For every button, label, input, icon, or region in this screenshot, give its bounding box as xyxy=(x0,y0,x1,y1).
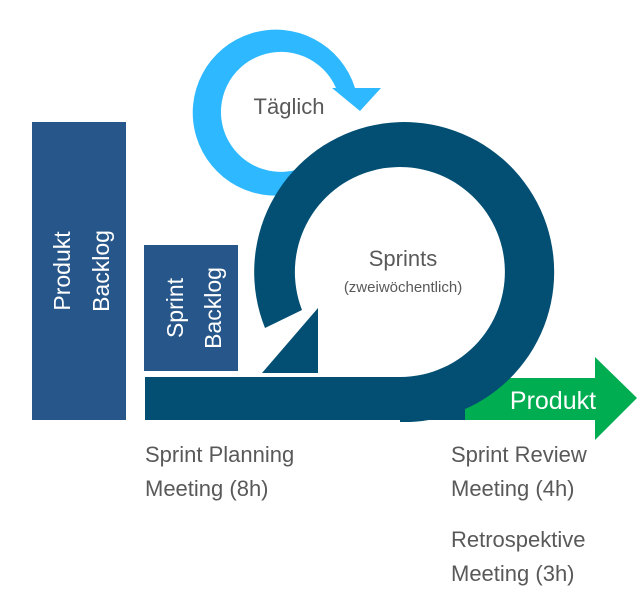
sprint-cycle-label: Sprints xyxy=(369,246,437,271)
sprint-cycle-arrow xyxy=(145,122,555,423)
sprint-timeline-bar xyxy=(145,377,465,420)
product-backlog-label-line2: Backlog xyxy=(88,230,114,312)
daily-arrowhead-icon xyxy=(332,88,381,111)
retrospective-line2: Meeting (3h) xyxy=(451,561,575,586)
product-backlog-label-line1: Produkt xyxy=(49,231,75,311)
daily-cycle-label: Täglich xyxy=(254,94,325,119)
sprint-planning-line2: Meeting (8h) xyxy=(145,476,269,501)
sprint-cycle-sublabel: (zweiwöchentlich) xyxy=(344,279,462,296)
sprint-backlog-label-line2: Backlog xyxy=(200,267,226,349)
sprint-review-line2: Meeting (4h) xyxy=(451,476,575,501)
sprint-backlog-label-line1: Sprint xyxy=(162,277,188,338)
sprint-arrowhead-icon xyxy=(262,308,318,373)
retrospective-note: Retrospektive Meeting (3h) xyxy=(451,523,586,591)
sprint-backlog-box: Sprint Backlog xyxy=(144,245,238,371)
sprint-planning-line1: Sprint Planning xyxy=(145,442,295,467)
product-backlog-box: Produkt Backlog xyxy=(32,122,126,420)
daily-cycle-arrow xyxy=(192,29,381,196)
sprint-review-note: Sprint Review Meeting (4h) xyxy=(451,438,587,506)
product-output-label: Produkt xyxy=(510,387,596,415)
product-output-arrow: Produkt xyxy=(420,357,637,440)
sprint-planning-note: Sprint Planning Meeting (8h) xyxy=(145,438,294,506)
retrospective-line1: Retrospektive xyxy=(451,527,586,552)
sprint-review-line1: Sprint Review xyxy=(451,442,587,467)
